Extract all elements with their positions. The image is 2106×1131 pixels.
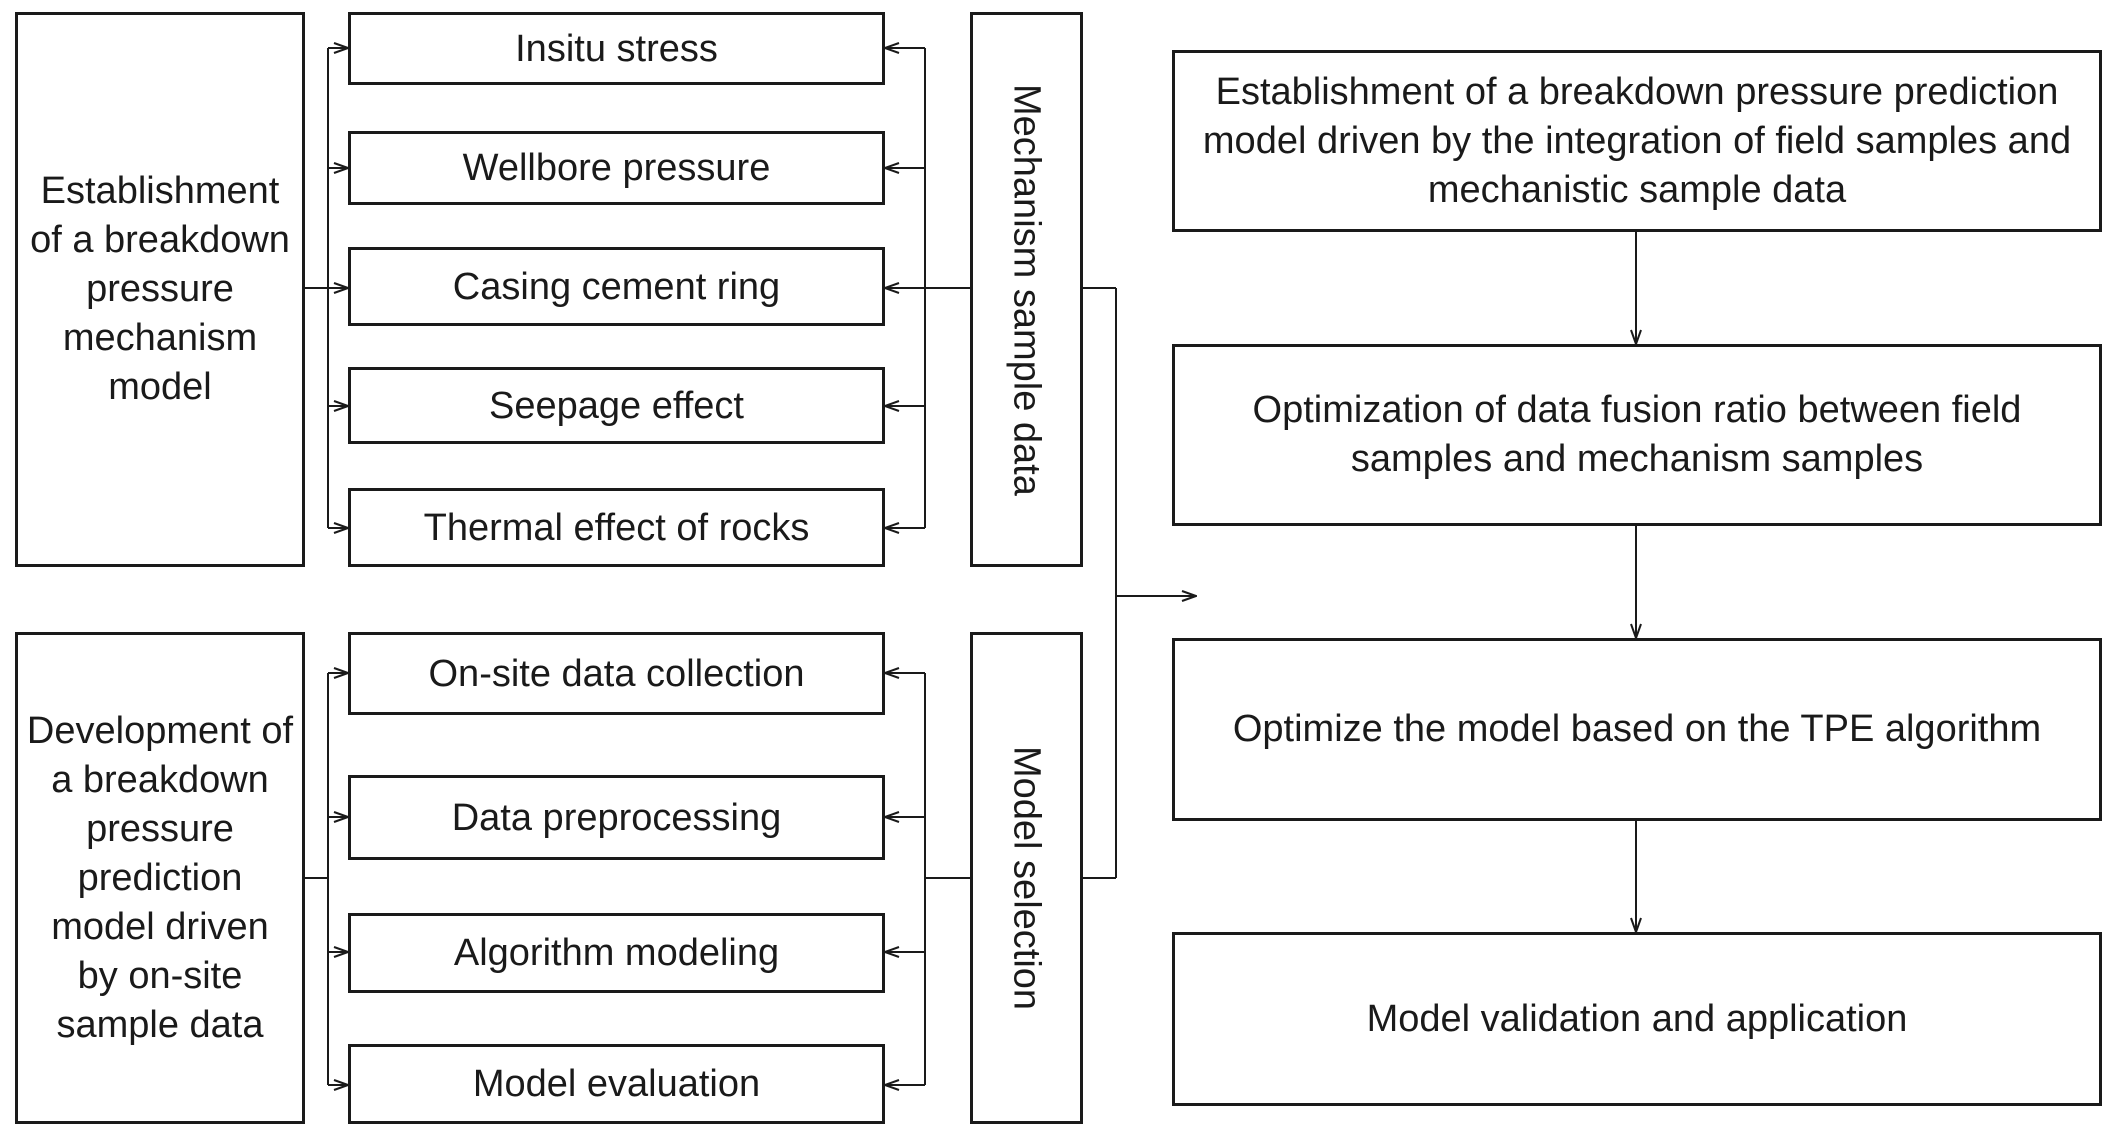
flow-step-integrated-model: Establishment of a breakdown pressure pr… xyxy=(1172,50,2102,232)
mechanism-item-label: Wellbore pressure xyxy=(462,147,771,189)
onsite-model-box: Development of a breakdown pressure pred… xyxy=(15,632,305,1124)
mechanism-item-wellbore-pressure: Wellbore pressure xyxy=(348,131,885,205)
flow-step-fusion-ratio: Optimization of data fusion ratio betwee… xyxy=(1172,344,2102,526)
mechanism-model-label: Establishment of a breakdown pressure me… xyxy=(30,170,290,408)
onsite-item-data-collection: On-site data collection xyxy=(348,632,885,715)
flow-step-label: Optimize the model based on the TPE algo… xyxy=(1232,708,2042,750)
flow-step-label: Establishment of a breakdown pressure pr… xyxy=(1202,70,2072,211)
mechanism-item-label: Thermal effect of rocks xyxy=(423,506,810,549)
mechanism-item-seepage-effect: Seepage effect xyxy=(348,367,885,444)
mechanism-model-box: Establishment of a breakdown pressure me… xyxy=(15,12,305,567)
mechanism-item-label: Insitu stress xyxy=(515,27,718,70)
mechanism-sample-data-label: Mechanism sample data xyxy=(1005,83,1048,496)
mechanism-item-label: Casing cement ring xyxy=(452,265,781,308)
mechanism-sample-data-box: Mechanism sample data xyxy=(970,12,1083,567)
flow-step-label: Optimization of data fusion ratio betwee… xyxy=(1252,389,2022,480)
flow-step-validation: Model validation and application xyxy=(1172,932,2102,1106)
mechanism-item-thermal-effect: Thermal effect of rocks xyxy=(348,488,885,567)
onsite-item-data-preprocessing: Data preprocessing xyxy=(348,775,885,860)
onsite-item-algorithm-modeling: Algorithm modeling xyxy=(348,913,885,993)
onsite-item-label: Model evaluation xyxy=(472,1063,761,1105)
onsite-model-label: Development of a breakdown pressure pred… xyxy=(26,709,294,1046)
model-selection-label: Model selection xyxy=(1005,745,1048,1011)
onsite-item-label: Data preprocessing xyxy=(451,796,782,839)
flow-step-label: Model validation and application xyxy=(1366,997,1908,1040)
mechanism-item-label: Seepage effect xyxy=(489,384,744,427)
flow-step-tpe-optimization: Optimize the model based on the TPE algo… xyxy=(1172,638,2102,821)
model-selection-box: Model selection xyxy=(970,632,1083,1124)
onsite-item-label: On-site data collection xyxy=(428,652,805,695)
mechanism-item-casing-cement-ring: Casing cement ring xyxy=(348,247,885,326)
mechanism-item-insitu-stress: Insitu stress xyxy=(348,12,885,85)
onsite-item-label: Algorithm modeling xyxy=(453,932,780,974)
onsite-item-model-evaluation: Model evaluation xyxy=(348,1044,885,1124)
